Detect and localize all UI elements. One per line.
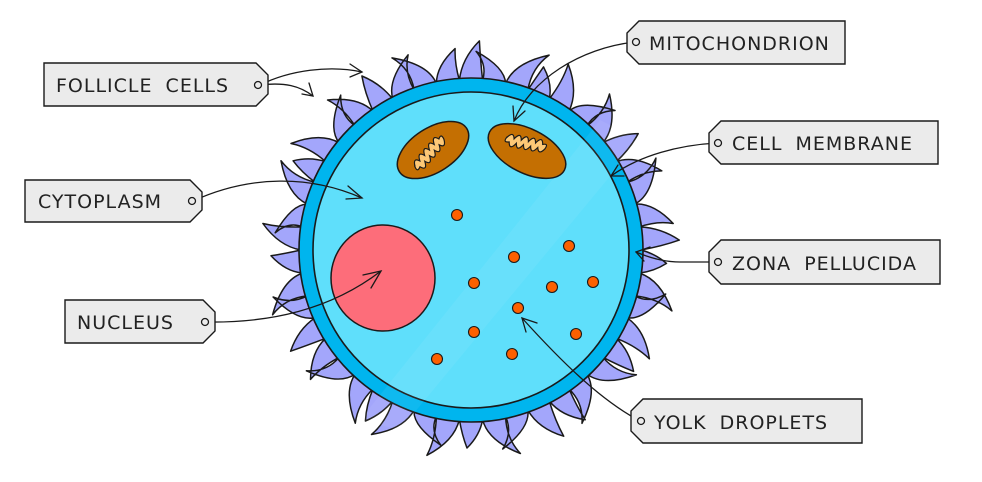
tag-hole (200, 317, 210, 327)
label-mitochondrion[interactable]: MITOCHONDRION (626, 20, 846, 65)
arrow-follicle-2-head (301, 82, 314, 97)
arrow-cytoplasm-head (345, 185, 364, 200)
arrow-cytoplasm (192, 180, 363, 202)
mitochondrion-left (396, 120, 470, 180)
arrow-zona-pellucida (635, 251, 718, 263)
yolk-droplet (507, 250, 521, 264)
label-nucleus[interactable]: NUCLEUS (64, 299, 216, 344)
arrow-cell-membrane (610, 142, 718, 177)
label-text: CELL MEMBRANE (732, 133, 913, 155)
tag-hole (636, 416, 646, 426)
yolk-droplet (569, 327, 583, 341)
tag-hole (631, 37, 641, 47)
cristae (413, 135, 446, 171)
arrow-follicle-1 (259, 68, 363, 86)
arrow-cell-membrane-head (609, 164, 625, 177)
label-text: YOLK DROPLETS (653, 412, 828, 434)
cytoplasm-sheen (360, 120, 640, 430)
tag-hole (253, 80, 263, 90)
tag-hole (187, 196, 197, 206)
mitochondrion-right (487, 122, 567, 180)
label-cell-membrane[interactable]: CELL MEMBRANE (708, 120, 939, 165)
yolk-droplet (430, 352, 444, 366)
arrow-zona-pellucida-head (634, 246, 651, 262)
cristae (504, 133, 548, 153)
label-yolk-droplets[interactable]: YOLK DROPLETS (630, 398, 863, 444)
label-text: ZONA PELLUCIDA (732, 253, 917, 275)
label-text: CYTOPLASM (38, 191, 162, 213)
yolk-droplet (511, 301, 525, 315)
arrow-mitochondrion (513, 41, 636, 122)
yolk-droplet (450, 208, 464, 222)
arrow-mitochondrion-head (512, 105, 526, 123)
label-zona-pellucida[interactable]: ZONA PELLUCIDA (708, 239, 941, 285)
label-follicle-cells[interactable]: FOLLICLE CELLS (43, 62, 269, 107)
yolk-droplet (562, 239, 576, 253)
arrow-nucleus (205, 270, 382, 323)
tag-hole (713, 138, 723, 148)
nucleus (330, 224, 436, 332)
arrow-follicle-1-head (349, 63, 364, 78)
label-text: MITOCHONDRION (649, 33, 830, 55)
arrow-yolk-droplets (521, 317, 641, 422)
label-cytoplasm[interactable]: CYTOPLASM (24, 179, 203, 223)
arrow-nucleus-head (362, 270, 383, 289)
label-text: FOLLICLE CELLS (56, 75, 229, 97)
yolk-droplet (545, 280, 559, 294)
label-text: NUCLEUS (77, 312, 174, 334)
tag-hole (713, 257, 723, 267)
yolk-droplet (505, 347, 519, 361)
yolk-droplet (467, 325, 481, 339)
yolk-droplet (467, 276, 481, 290)
yolk-droplets (430, 208, 600, 366)
yolk-droplet (586, 275, 600, 289)
arrow-yolk-droplets-head (521, 316, 538, 333)
